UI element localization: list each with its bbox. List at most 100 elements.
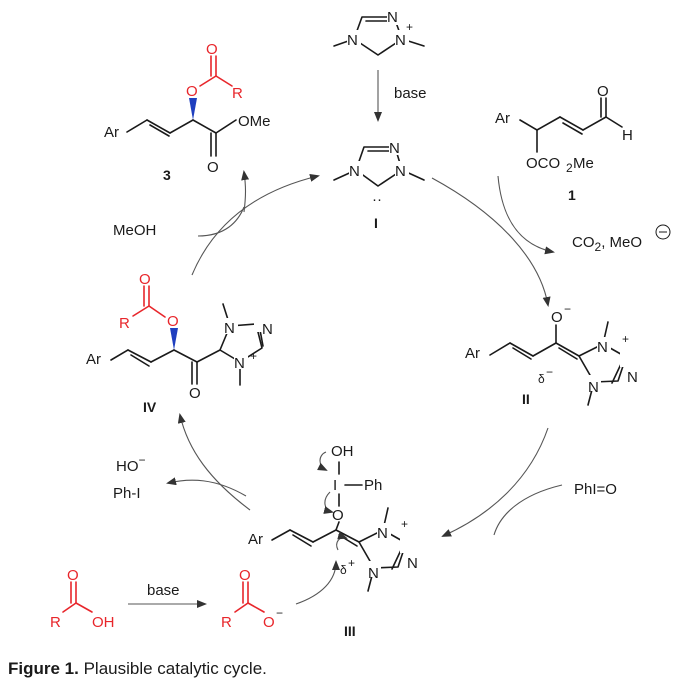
stereo-wedge [189,98,197,120]
atom-n: N [588,379,599,396]
carbonate-group: OCO [526,155,560,172]
atom-r: R [221,614,232,631]
cycle-arrows [166,170,563,605]
atom-h: H [622,127,633,144]
stereo-wedge [170,328,178,350]
atom-o: O [139,271,151,288]
arc-carboxylate-attack [295,560,340,605]
arc-phio-in [493,484,563,536]
arc-I-to-II [431,177,551,307]
atom-o: O [207,159,219,176]
partial-charge-sign: − [546,365,553,379]
atom-n: N [389,140,400,157]
hydroxyl: OH [331,443,354,460]
charge-plus: + [250,349,257,363]
product-3: Ar OMe O O O R 3 [104,41,271,183]
atom-n: N [224,320,235,337]
carbene-catalyst-I: N N N ·· I [333,139,425,231]
reagent-base-top: base [394,85,427,102]
partial-charge: δ [538,372,545,386]
atom-o: O [167,313,179,330]
intermediate-IV: Ar O O O R N N N + IV [86,271,273,415]
curly-arrow-enol [336,531,348,551]
atom-o: O [263,614,275,631]
atom-n: N [347,32,358,49]
atom-n: N [368,565,379,582]
label-catalyst-I: I [374,215,378,231]
atom-o: O [67,567,79,584]
carbene-lone-pair: ·· [372,191,382,208]
arc-III-to-IV [177,413,251,511]
byproduct-iodobenzene: Ph-I [113,485,141,502]
arc-hydroxide-out [166,477,247,497]
atom-n: N [377,525,388,542]
atom-ar: Ar [465,345,480,362]
curly-arrow-oh [317,451,328,471]
label-intermediate-II: II [522,391,530,407]
reagent-phio: PhI=O [574,481,617,498]
charge-minus-circle [655,224,671,240]
atom-n: N [395,32,406,49]
figure-caption: Figure 1. Plausible catalytic cycle. [8,659,267,679]
hydroxyl: OH [92,614,115,631]
charge-minus: − [276,606,283,620]
triazolium-salt: N N N + [333,9,425,56]
methoxy: OMe [238,113,271,130]
atom-n: N [407,555,418,572]
caption-label: Figure 1. [8,659,79,678]
intermediate-II: Ar O − δ − N N N + II [465,302,638,407]
arc-methanol-in [197,206,245,237]
reagent-base-bottom: base [147,582,180,599]
reagent-methanol: MeOH [113,222,156,239]
arc-II-to-III [441,427,549,537]
atom-o: O [551,309,563,326]
byproducts-co2-meo: CO2, MeO [572,234,642,254]
atom-o: O [597,83,609,100]
partial-charge: δ [340,563,347,577]
atom-n: N [395,163,406,180]
curly-arrow-io [323,491,334,514]
charge-plus: + [622,332,629,346]
atom-r: R [232,85,243,102]
byproduct-hydroxide: HO− [116,453,146,475]
charge-plus: + [406,20,413,34]
caption-text: Plausible catalytic cycle. [78,659,267,678]
carboxylate: O R O − [221,567,283,631]
atom-n: N [387,9,398,26]
atom-n: N [349,163,360,180]
arc-IV-to-I [191,173,320,276]
atom-ar: Ar [248,531,263,548]
intermediate-III: OH I Ph O Ar δ + N N N + III [248,443,418,639]
substrate-1: Ar O H OCO 2 Me 1 [495,83,633,203]
subscript: 2 [566,161,573,175]
atom-ar: Ar [495,110,510,127]
atom-o: O [206,41,218,58]
atom-r: R [50,614,61,631]
label-product-3: 3 [163,167,171,183]
atom-n: N [262,321,273,338]
atom-ar: Ar [86,351,101,368]
label-intermediate-IV: IV [143,399,157,415]
atom-ar: Ar [104,124,119,141]
iodine: I [333,477,337,494]
phenyl: Ph [364,477,382,494]
methyl: Me [573,155,594,172]
arc-product-out [241,170,250,213]
atom-n: N [234,355,245,372]
partial-charge-sign: + [348,556,355,570]
label-intermediate-III: III [344,623,356,639]
charge-minus: − [564,302,571,316]
atom-n: N [627,369,638,386]
atom-o: O [189,385,201,402]
charge-plus: + [401,517,408,531]
label-substrate-1: 1 [568,187,576,203]
scheme-canvas: N N N + base N N N ·· I Ar O H OCO 2 Me [50,9,671,639]
arc-release-co2 [497,175,555,255]
atom-o: O [186,83,198,100]
atom-o: O [332,507,344,524]
carboxylic-acid: O R OH [50,567,115,631]
atom-r: R [119,315,130,332]
atom-o: O [239,567,251,584]
atom-n: N [597,339,608,356]
